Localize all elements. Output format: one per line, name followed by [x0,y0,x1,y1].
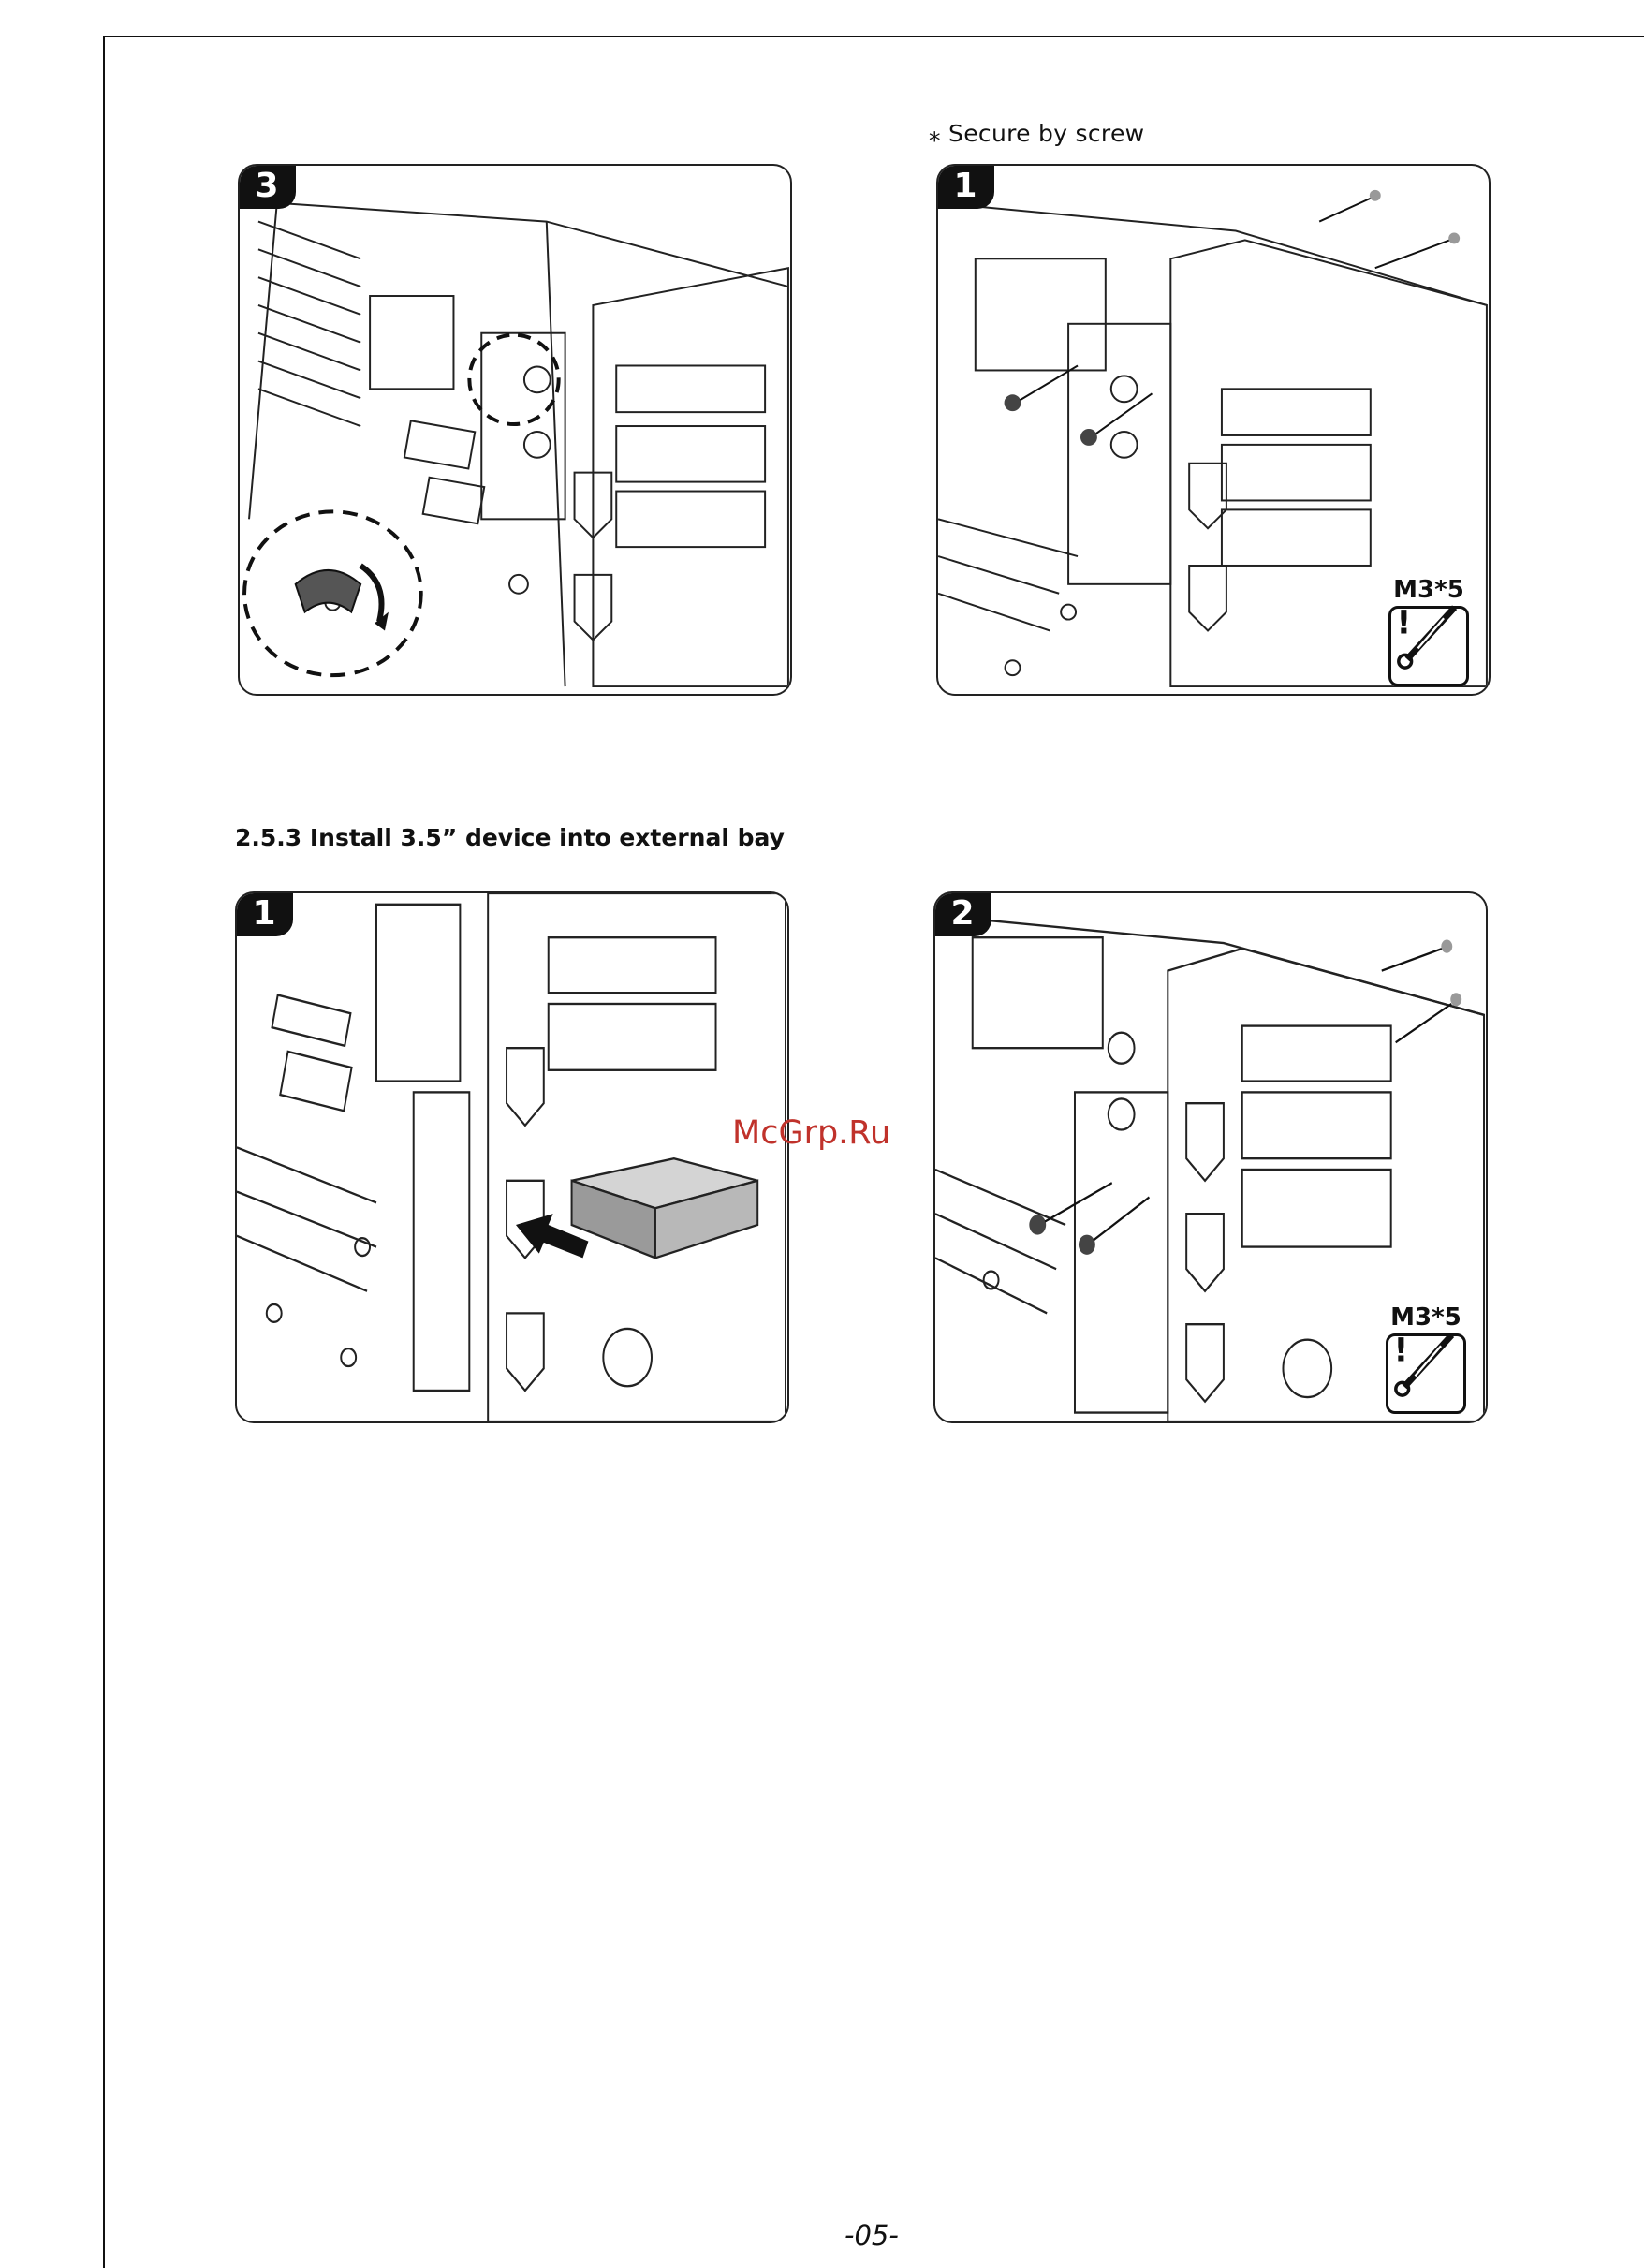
illustration-panel-step-2-secure: 2 M3*5 ! [933,891,1488,1423]
step-badge: 3 [238,164,296,209]
svg-text:!: ! [1397,604,1412,641]
step-badge: 1 [936,164,994,209]
device-insert-illustration [237,893,787,1421]
illustration-panel-step-1-secure: 1 M3*5 ! [936,164,1491,696]
section-title: 2.5.3 Install 3.5” device into external … [235,824,785,851]
step-badge: 2 [933,891,991,936]
step-badge: 1 [235,891,293,936]
page-number: -05- [845,2219,899,2251]
screwdriver-warning-icon: ! [1388,606,1469,686]
screwdriver-warning-icon: ! [1386,1333,1466,1414]
case-interior-illustration [240,166,790,694]
watermark: McGrp.Ru [732,1114,890,1152]
svg-text:!: ! [1394,1332,1409,1369]
illustration-panel-step-1-insert: 1 [235,891,789,1423]
screw-spec: M3*5 ! [1383,1303,1469,1414]
illustration-panel-step-3: 3 [238,164,792,696]
screw-spec: M3*5 ! [1386,576,1472,686]
secure-by-screw-note: ⁎ Secure by screw [929,120,1144,147]
